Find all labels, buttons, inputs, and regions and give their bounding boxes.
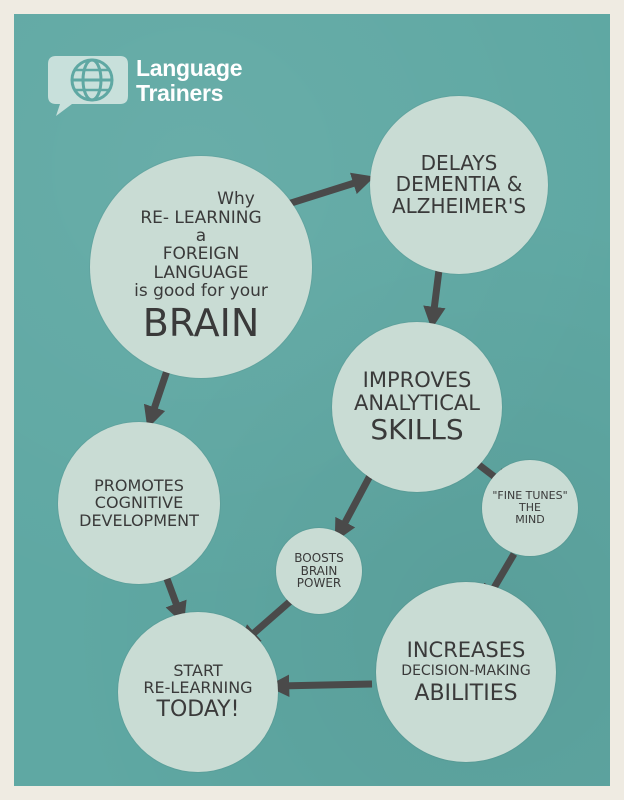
brain-line-good-for-your: is good for your [134, 281, 268, 302]
start-line2: RE-LEARNING [143, 678, 253, 698]
start-line3: TODAY! [156, 697, 240, 723]
cognitive-line2: COGNITIVE [94, 493, 184, 513]
brain-line-language: LANGUAGE [153, 262, 249, 283]
analytical-line1: IMPROVES [362, 368, 472, 393]
dementia-line2: DEMENTIA & [395, 172, 523, 197]
cognitive-line3: DEVELOPMENT [79, 510, 199, 530]
analytical-line3: SKILLS [370, 412, 464, 446]
arrow-boosts-to-start [237, 595, 297, 648]
finetunes-line2: THE [519, 501, 541, 515]
logo-text-line1: Language [136, 55, 243, 81]
node-start-relearning: START RE-LEARNING TODAY! [118, 612, 278, 772]
dementia-line1: DELAYS [420, 150, 498, 175]
boosts-line1: BOOSTS [294, 550, 344, 565]
start-line1: START [173, 660, 223, 680]
node-fine-tunes: "FINE TUNES" THE MIND [482, 460, 578, 556]
decision-line3: ABILITIES [414, 680, 518, 706]
finetunes-line1: "FINE TUNES" [492, 489, 568, 503]
arrow-analytical-to-boosts [334, 470, 376, 542]
analytical-line2: ANALYTICAL [354, 390, 480, 415]
brain-line-brain: BRAIN [142, 300, 260, 345]
brain-line-relearning: RE- LEARNING [140, 207, 262, 228]
decision-line2: DECISION-MAKING [401, 663, 531, 680]
node-promotes-cognitive: PROMOTES COGNITIVE DEVELOPMENT [58, 422, 220, 584]
brain-line-a: a [195, 226, 207, 247]
boosts-line2: BRAIN [300, 563, 338, 578]
globe-speech-bubble-icon [48, 56, 128, 116]
node-delays-dementia: DELAYS DEMENTIA & ALZHEIMER'S [370, 96, 548, 274]
arrow-decision-to-start [266, 674, 373, 697]
dementia-line3: ALZHEIMER'S [391, 193, 527, 218]
finetunes-line3: MIND [515, 512, 545, 526]
node-boosts-brain-power: BOOSTS BRAIN POWER [276, 528, 362, 614]
node-brain: Why RE- LEARNING a FOREIGN LANGUAGE is g… [90, 156, 312, 378]
boosts-line3: POWER [296, 576, 342, 591]
language-trainers-logo: Language Trainers [44, 48, 264, 118]
decision-line1: INCREASES [406, 637, 526, 662]
brain-line-foreign: FOREIGN [162, 244, 240, 265]
node-improves-analytical: IMPROVES ANALYTICAL SKILLS [332, 322, 502, 492]
node-increases-decision: INCREASES DECISION-MAKING ABILITIES [376, 582, 556, 762]
arrow-brain-to-dementia [286, 172, 375, 208]
cognitive-line1: PROMOTES [94, 476, 184, 496]
logo-text-line2: Trainers [136, 80, 224, 106]
brain-line-why: Why [217, 189, 255, 210]
infographic-panel: Language Trainers Why RE- LEARNING a FOR… [14, 14, 610, 786]
